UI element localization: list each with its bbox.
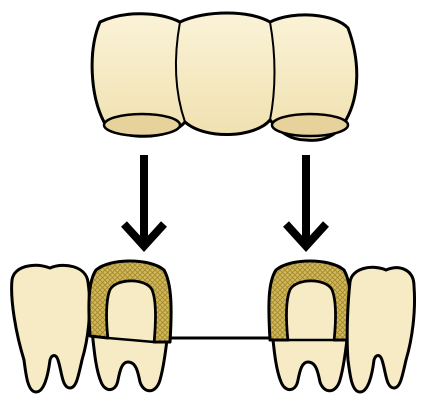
dental-bridge (92, 13, 357, 140)
tooth-neighbor-left (12, 265, 90, 392)
arrow-left (124, 155, 164, 246)
abutment-right (269, 261, 351, 391)
abutment-right-core (287, 281, 336, 340)
abutment-left (89, 261, 171, 391)
bridge-socket-right (272, 114, 348, 136)
bridge-socket-left (104, 114, 180, 136)
abutment-left-core (107, 281, 156, 342)
arrow-right (286, 155, 326, 246)
tooth-neighbor-right (347, 267, 414, 392)
